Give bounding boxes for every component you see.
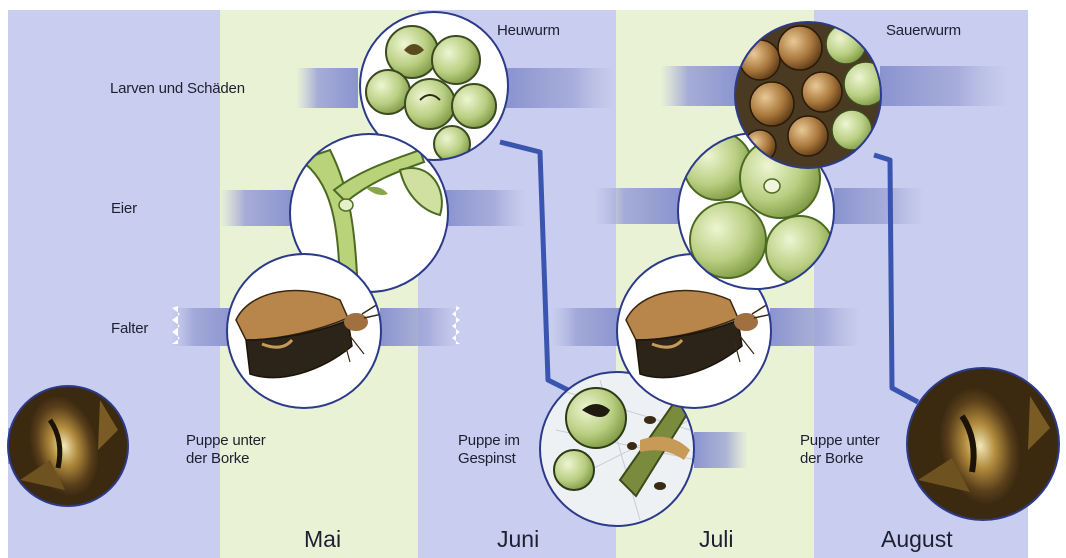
label-pupa-bark-left: Puppe unter der Borke — [186, 432, 266, 468]
label-larvae: Larven und Schäden — [110, 80, 245, 98]
label-eggs: Eier — [111, 200, 137, 218]
label-pupa-web: Puppe im Gespinst — [458, 432, 520, 468]
label-moth: Falter — [111, 320, 148, 338]
month-label-juli: Juli — [699, 526, 734, 553]
label-heuwurm: Heuwurm — [497, 22, 560, 40]
label-pupa-bark-right: Puppe unter der Borke — [800, 432, 880, 468]
month-label-juni: Juni — [497, 526, 539, 553]
month-label-august: August — [881, 526, 953, 553]
month-label-mai: Mai — [304, 526, 341, 553]
label-sauerwurm: Sauerwurm — [886, 22, 961, 40]
